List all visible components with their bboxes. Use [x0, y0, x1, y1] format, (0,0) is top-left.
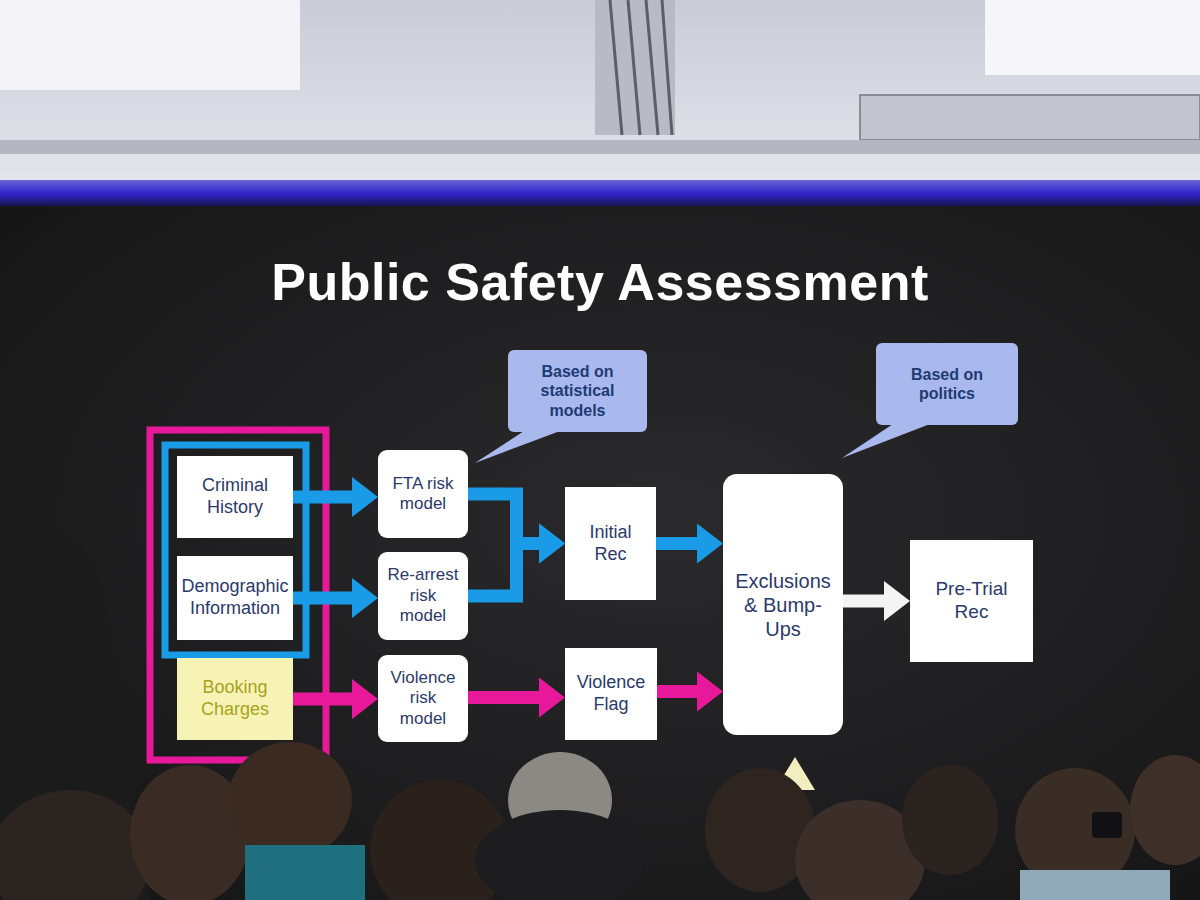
arrow-head	[539, 524, 565, 564]
ceiling-edge	[0, 140, 1200, 154]
box-label: Demographic Information	[181, 576, 288, 619]
vent-slats	[610, 0, 672, 135]
callout-tail	[842, 424, 930, 458]
arrow-shaft	[293, 491, 353, 504]
arrow-shaft	[656, 537, 698, 550]
ceiling	[0, 0, 1200, 195]
callout-bubble: Based on politics	[876, 343, 1018, 425]
arrow-head	[352, 578, 378, 618]
arrow-head	[352, 679, 378, 719]
arrow-shaft	[293, 592, 353, 605]
arrow-shaft	[657, 685, 698, 698]
box-label: Initial Rec	[573, 522, 648, 565]
flow-arrow	[293, 477, 378, 517]
input-box: Demographic Information	[177, 556, 293, 640]
arrow-shaft	[468, 544, 540, 597]
history-group-outline	[165, 445, 306, 655]
arrow-head	[352, 477, 378, 517]
result-box: Initial Rec	[565, 487, 656, 600]
ceiling-unit	[860, 95, 1200, 140]
arrow-shaft	[468, 494, 540, 544]
ceiling-vent	[595, 0, 675, 135]
box-label: Re-arrest risk model	[386, 565, 460, 626]
box-label: Violence Flag	[573, 672, 649, 715]
flow-arrow	[468, 524, 565, 597]
audience	[0, 742, 1200, 900]
flow-arrow	[293, 679, 378, 719]
flow-arrow	[468, 678, 565, 718]
result-box: Violence Flag	[565, 648, 657, 740]
box-label: Based on politics	[884, 365, 1010, 403]
result-box: Pre-Trial Rec	[910, 540, 1033, 662]
arrow-shaft	[843, 595, 885, 608]
box-label: Violence risk model	[386, 668, 460, 729]
callout-tail	[475, 431, 560, 463]
arrow-head	[697, 524, 723, 564]
arrow-head	[697, 672, 723, 712]
model-box: Violence risk model	[378, 655, 468, 742]
rule-box: Exclusions & Bump-Ups	[723, 474, 843, 735]
flow-arrow	[657, 672, 723, 712]
arrow-head	[539, 678, 565, 718]
input-box: Criminal History	[177, 456, 293, 538]
arrow-head	[539, 524, 565, 564]
ceiling-light	[0, 0, 300, 90]
ceiling-light	[985, 0, 1200, 75]
callout-bubble: Based on statistical models	[508, 350, 647, 432]
flow-arrow	[656, 524, 723, 564]
arrow-head	[884, 581, 910, 621]
box-label: Exclusions & Bump-Ups	[731, 569, 835, 641]
model-box: Re-arrest risk model	[378, 552, 468, 640]
flow-arrow	[293, 578, 378, 618]
slide-title: Public Safety Assessment	[0, 252, 1200, 312]
box-label: Based on statistical models	[516, 362, 639, 420]
box-label: Pre-Trial Rec	[918, 578, 1025, 624]
box-label: Booking Charges	[185, 677, 285, 720]
arrow-shaft	[293, 693, 353, 706]
box-label: FTA risk model	[386, 474, 460, 515]
model-box: FTA risk model	[378, 450, 468, 538]
arrow-shaft	[468, 691, 540, 704]
flow-arrow	[843, 581, 910, 621]
input-box: Booking Charges	[177, 658, 293, 740]
blue-light-strip	[0, 180, 1200, 208]
box-label: Criminal History	[185, 475, 285, 518]
